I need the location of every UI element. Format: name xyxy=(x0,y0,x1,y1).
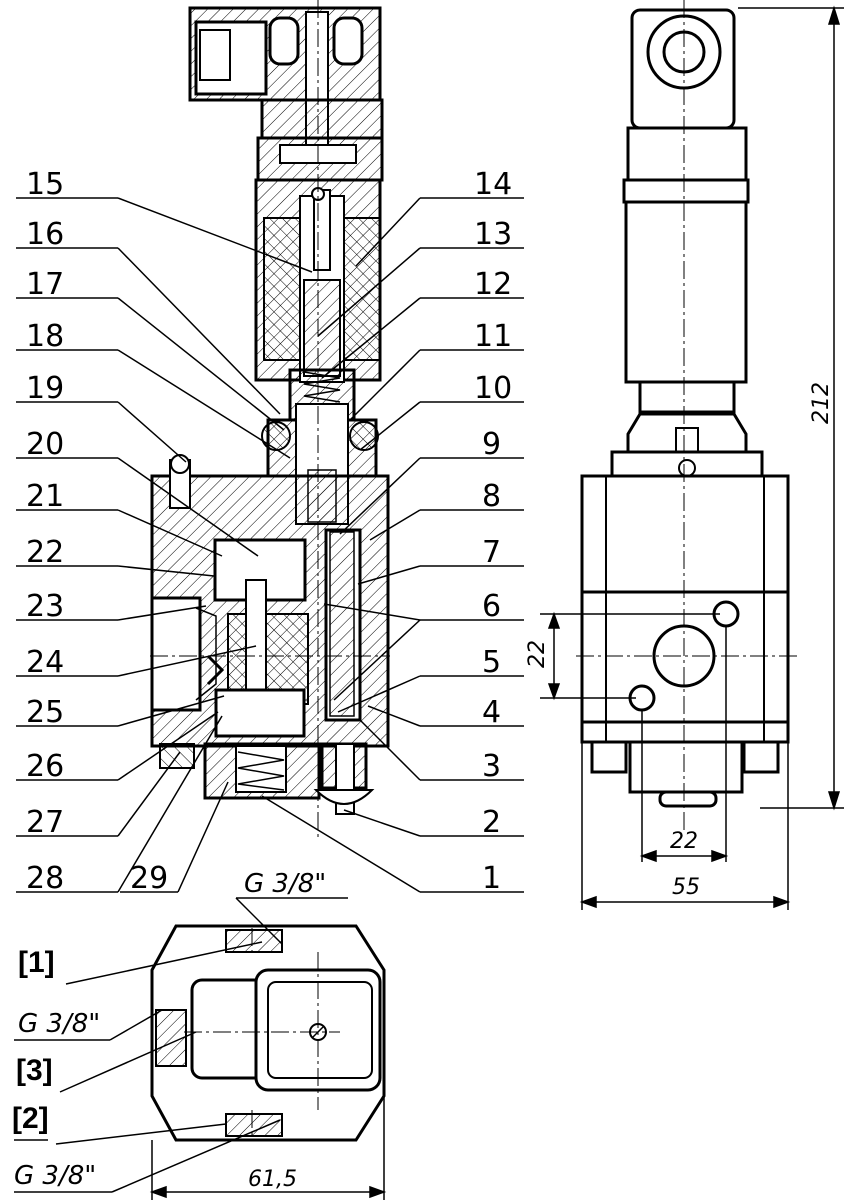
dim-width-55: 55 xyxy=(672,875,700,900)
callout-6: 6 xyxy=(482,589,501,624)
port-label-2: [2] xyxy=(12,1102,49,1135)
callout-5: 5 xyxy=(482,645,501,680)
dim-width-61-5: 61,5 xyxy=(248,1167,297,1192)
callout-8: 8 xyxy=(482,479,501,514)
dim-vertical-22: 22 xyxy=(525,640,550,668)
callout-2: 2 xyxy=(482,805,501,840)
side-view xyxy=(576,0,800,830)
callout-22: 22 xyxy=(26,535,64,570)
callout-25: 25 xyxy=(26,695,64,730)
side-body xyxy=(580,474,790,744)
callout-4: 4 xyxy=(482,695,501,730)
thread-label-top: G 3/8" xyxy=(244,869,326,899)
callout-leaders xyxy=(16,197,524,893)
callout-27: 27 xyxy=(26,805,64,840)
callout-26: 26 xyxy=(26,749,64,784)
callout-19: 19 xyxy=(26,371,64,406)
solenoid-coil xyxy=(263,217,301,361)
callout-14: 14 xyxy=(474,167,512,202)
callout-15: 15 xyxy=(26,167,64,202)
dim-horizontal-22: 22 xyxy=(670,829,698,854)
callout-13: 13 xyxy=(474,217,512,252)
callout-1: 1 xyxy=(482,861,501,896)
callout-24: 24 xyxy=(26,645,64,680)
sectional-view xyxy=(150,0,390,840)
callout-11: 11 xyxy=(474,319,512,354)
thread-label-bottom: G 3/8" xyxy=(14,1161,96,1191)
thread-label-left: G 3/8" xyxy=(18,1009,100,1039)
callout-28: 28 xyxy=(26,861,64,896)
callout-29: 29 xyxy=(130,861,168,896)
dim-height-212: 212 xyxy=(809,382,834,424)
callout-18: 18 xyxy=(26,319,64,354)
side-dimensions xyxy=(540,5,844,910)
port-label-3: [3] xyxy=(16,1054,53,1087)
port-label-1: [1] xyxy=(18,946,55,979)
armature xyxy=(303,279,341,377)
callout-23: 23 xyxy=(26,589,64,624)
callout-17: 17 xyxy=(26,267,64,302)
callout-16: 16 xyxy=(26,217,64,252)
callout-12: 12 xyxy=(474,267,512,302)
callout-7: 7 xyxy=(482,535,501,570)
callout-3: 3 xyxy=(482,749,501,784)
spring-lower xyxy=(237,751,285,791)
callout-10: 10 xyxy=(474,371,512,406)
top-view xyxy=(150,924,386,1142)
top-view-leaders xyxy=(14,897,387,1200)
spring-upper xyxy=(303,371,341,403)
callout-21: 21 xyxy=(26,479,64,514)
callout-20: 20 xyxy=(26,427,64,462)
callout-9: 9 xyxy=(482,427,501,462)
